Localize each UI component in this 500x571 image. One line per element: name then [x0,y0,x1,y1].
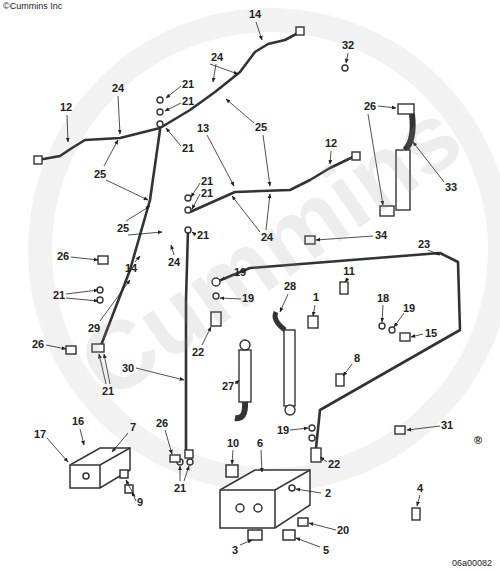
callout-number: 26 [156,418,168,429]
copyright-note: ©Cummins Inc [3,2,62,11]
callout-number: 16 [72,416,84,427]
callout-number: 21 [174,483,186,494]
callout-number: 19 [403,303,415,314]
callout-number: 12 [325,138,337,149]
callout-number: 14 [249,9,261,20]
watermark-ring [40,20,500,480]
callout-number: 13 [197,123,209,134]
callout-number: 21 [201,188,213,199]
callout-number: 23 [418,239,430,250]
callout-number: 27 [222,381,234,392]
callout-number: 21 [182,96,194,107]
callout-number: 22 [328,459,340,470]
callout-number: 7 [130,422,136,433]
callout-number: 19 [277,425,289,436]
callout-number: 2 [325,488,331,499]
callout-number: 24 [261,232,273,243]
valve-blocks [70,448,310,540]
callout-number: 30 [122,363,134,374]
callout-number: 11 [343,266,355,277]
callout-number: 9 [137,497,143,508]
callout-number: 6 [257,438,263,449]
callout-number: 17 [34,429,46,440]
callout-number: 21 [182,143,194,154]
callout-number: 26 [57,251,69,262]
callout-number: 15 [425,328,437,339]
callout-number: 21 [53,290,65,301]
callout-number: 4 [417,483,423,494]
callout-number: 19 [242,293,254,304]
callout-number: 14 [125,263,137,274]
callout-number: 34 [375,230,387,241]
callout-number: 25 [117,223,129,234]
callout-number: 26 [364,101,376,112]
callout-number: 24 [112,83,124,94]
callout-number: 18 [377,293,389,304]
callout-number: 21 [197,230,209,241]
callout-number: 1 [313,292,319,303]
callout-number: 29 [88,323,100,334]
callout-number: 32 [342,40,354,51]
callout-number: 20 [337,525,349,536]
callout-number: 12 [60,102,72,113]
callout-number: 19 [234,267,246,278]
callout-number: 21 [102,386,114,397]
callout-number: 33 [445,182,457,193]
callout-number: 24 [168,257,180,268]
callout-number: 22 [192,347,204,358]
callout-number: 21 [201,176,213,187]
callout-number: 3 [232,545,238,556]
copyright-note: 06a00082 [452,559,492,568]
callout-number: 10 [227,438,239,449]
callout-number: 24 [211,52,223,63]
callout-number: 26 [32,339,44,350]
callout-number: 25 [94,169,106,180]
callout-number: 25 [255,122,267,133]
registered-mark: ® [474,435,482,446]
callout-number: 21 [182,79,194,90]
callout-number: 8 [354,353,360,364]
callout-number: 5 [323,545,329,556]
callout-number: 28 [284,281,296,292]
callout-number: 31 [441,420,453,431]
